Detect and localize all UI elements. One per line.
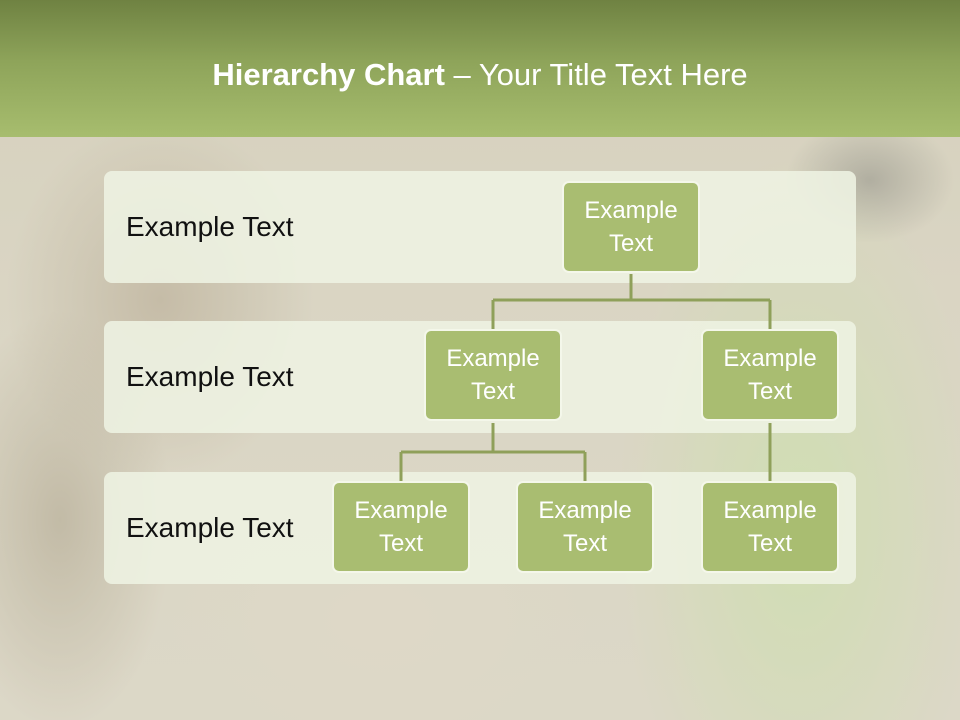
title-sub: Your Title Text Here bbox=[478, 57, 748, 92]
level-band-1 bbox=[104, 171, 856, 283]
slide-title: Hierarchy Chart – Your Title Text Here bbox=[0, 52, 960, 98]
level-label-2: Example Text bbox=[126, 361, 294, 392]
node-root[interactable]: Example Text bbox=[562, 181, 700, 273]
node-level3-left-text: Example Text bbox=[354, 497, 448, 557]
node-level2-left-text: Example Text bbox=[446, 345, 540, 405]
node-level2-right[interactable]: Example Text bbox=[701, 329, 839, 421]
node-level3-middle-text: Example Text bbox=[538, 497, 632, 557]
node-level3-left[interactable]: Example Text bbox=[332, 481, 470, 573]
node-level3-right-text: Example Text bbox=[723, 497, 817, 557]
node-level3-middle[interactable]: Example Text bbox=[516, 481, 654, 573]
node-level3-right[interactable]: Example Text bbox=[701, 481, 839, 573]
node-level2-left[interactable]: Example Text bbox=[424, 329, 562, 421]
node-level2-right-text: Example Text bbox=[723, 345, 817, 405]
level-label-1: Example Text bbox=[126, 211, 294, 242]
title-bar bbox=[0, 0, 960, 137]
title-main: Hierarchy Chart bbox=[212, 57, 445, 92]
connector-root-to-level2 bbox=[491, 274, 772, 330]
level-label-3: Example Text bbox=[126, 512, 294, 543]
title-separator: – bbox=[444, 57, 479, 92]
node-root-text: Example Text bbox=[584, 197, 678, 257]
connector-level2a-to-level3 bbox=[399, 423, 587, 482]
